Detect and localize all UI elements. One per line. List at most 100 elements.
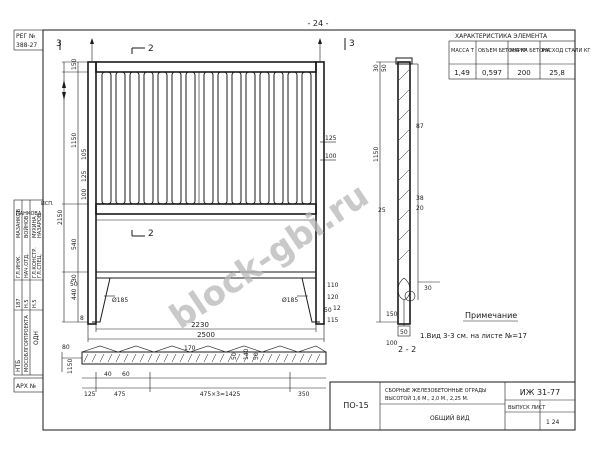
left-dims: 150 1150 2150 540 440 30 50 8	[57, 58, 88, 323]
dim-b-80: 80	[62, 344, 70, 351]
bottom-dims: 2230 2500	[87, 321, 325, 342]
stamp-org-1: МОСОБЛГОРПРОЕКТА	[24, 315, 30, 372]
stamp-row-b-2: МУХИНА	[32, 216, 38, 238]
dim-left-440: 440	[71, 288, 78, 300]
page-number: - 24 -	[307, 19, 328, 28]
side-post	[397, 61, 411, 325]
stamp-org-0: НТБ	[15, 360, 22, 372]
stamp-row-b-0: МАЗАНКОВ	[16, 208, 22, 238]
dim-i-100: 100	[81, 188, 88, 200]
stamp-num-2: Н.5	[32, 299, 38, 308]
stamp-row-b-3: НАЗАРОВ	[37, 213, 43, 238]
dim-b-475a: 475	[114, 391, 126, 398]
dim-left-540: 540	[71, 238, 78, 250]
title-code: ПО-15	[343, 401, 368, 410]
reg-number: 388-27	[16, 42, 37, 49]
dim-b-2230: 2230	[191, 321, 209, 329]
char-head-1: ОБЪЕМ БЕТОНА М³	[478, 48, 527, 54]
cut-marks: 2 2 3 3	[56, 38, 355, 239]
inner-dims: 105 125 100 125 100 110 120 12 115 Ø185 …	[81, 135, 341, 324]
dim-b-140: 140	[243, 348, 250, 360]
stamp-num-1: Н.5	[24, 299, 30, 308]
dim-i-105: 105	[81, 148, 88, 160]
front-view: 2 2 3 3 150 1150 2150 5	[56, 38, 355, 342]
dim-left-30: 30	[71, 274, 78, 282]
title-desc-0: СБОРНЫЕ ЖЕЛЕЗОБЕТОННЫЕ ОГРАДЫ	[385, 388, 486, 394]
side-stamp: 187 Н.5 Н.5 ГЛ.ИНЖ. НАЧ.ОТД. ГЛ.КОНСТР. …	[13, 199, 54, 376]
dim-b-1150: 1150	[67, 359, 74, 374]
title-view: ОБЩИЙ ВИД	[430, 415, 470, 422]
left-post	[87, 61, 97, 325]
arch-label: АРХ №	[16, 383, 36, 390]
dim-s-38: 38	[416, 195, 424, 202]
cut-label-2-top: 2	[148, 44, 154, 54]
stamp-row-a-3: ГЛ.СПЕЦ.	[37, 253, 43, 278]
dim-b-50c: 50	[253, 352, 260, 360]
dim-s-50b: 50	[400, 329, 408, 336]
reg-label: РЕГ №	[16, 33, 35, 40]
title-series: ИЖ 31-77	[520, 388, 560, 397]
dim-r-12: 12	[333, 305, 341, 312]
title-block: ПО-15 СБОРНЫЕ ЖЕЛЕЗОБЕТОННЫЕ ОГРАДЫ ВЫСО…	[329, 381, 576, 431]
dim-s-30b: 30	[424, 285, 432, 292]
cut-label-3-right: 3	[349, 39, 355, 49]
title-sheet-num: 1 24	[546, 419, 560, 426]
dim-s-87: 87	[416, 123, 424, 130]
characteristics-table: ХАРАКТЕРИСТИКА ЭЛЕМЕНТА МАССА Т ОБЪЕМ БЕ…	[448, 33, 590, 80]
char-val-1: 0,597	[482, 69, 502, 77]
title-desc-1: ВЫСОТОЙ 1,6 М., 2,0 М., 2,25 М.	[385, 395, 469, 402]
dim-r-110: 110	[327, 282, 339, 289]
note-text: 1.Вид 3-3 см. на листе №=17	[420, 332, 527, 340]
plan-view: 170 50 140 50 1150 80 40 60 125 475 475×…	[61, 344, 327, 398]
char-val-3: 25,8	[549, 69, 565, 77]
dim-b-125: 125	[84, 391, 96, 398]
dim-b-475x3: 475×3=1425	[200, 391, 241, 398]
title-sheet-label: ВЫПУСК ЛИСТ	[508, 405, 546, 411]
dim-i-125: 125	[81, 170, 88, 182]
dim-b-50: 50	[324, 307, 332, 314]
registration-box: РЕГ № 388-27	[13, 29, 44, 51]
dim-left-1150: 1150	[71, 133, 78, 148]
dim-b-2500: 2500	[197, 331, 215, 339]
dim-s-150: 150	[386, 311, 398, 318]
char-val-0: 1,49	[454, 69, 470, 77]
section-2-2-label: 2 - 2	[398, 345, 416, 354]
dim-s-1150: 1150	[373, 147, 380, 162]
dim-b-60: 60	[122, 371, 130, 378]
top-rail	[95, 61, 317, 73]
dim-b-185b: Ø185	[282, 297, 298, 304]
dim-left-8: 8	[80, 315, 84, 322]
dim-b-350: 350	[298, 391, 310, 398]
char-val-2: 200	[517, 69, 530, 77]
stamp-num-0: 187	[16, 298, 22, 308]
slats	[101, 71, 312, 205]
char-head-0: МАССА Т	[451, 48, 475, 54]
char-head-2: МАРКА БЕТОНА	[510, 48, 551, 54]
note: Примечание 1.Вид 3-3 см. на листе №=17	[420, 311, 527, 340]
dim-s-25: 25	[378, 207, 386, 214]
dim-b-40: 40	[104, 371, 112, 378]
stamp-row-a-0: ГЛ.ИНЖ.	[16, 255, 22, 278]
dim-r-125: 125	[325, 135, 337, 142]
dim-b-185a: Ø185	[112, 297, 128, 304]
dim-s-100: 100	[386, 340, 398, 347]
dim-left-150: 150	[71, 58, 78, 70]
right-post	[315, 61, 325, 325]
plan-body	[81, 351, 327, 365]
dim-s-30: 30	[373, 64, 380, 72]
char-table-title: ХАРАКТЕРИСТИКА ЭЛЕМЕНТА	[455, 33, 548, 40]
dim-r-100: 100	[325, 153, 337, 160]
cut-label-2-bottom: 2	[148, 229, 154, 239]
stamp-row-b-1: ВОЙНОВ	[23, 215, 30, 238]
middle-rail	[95, 203, 317, 215]
legs	[92, 277, 320, 323]
stamp-row-a-4: ИСП.	[41, 201, 54, 207]
stamp-org-2: ОДН	[33, 331, 40, 345]
cut-label-3-left: 3	[56, 39, 62, 49]
dim-r-120: 120	[327, 294, 339, 301]
dim-s-20: 20	[416, 205, 424, 212]
stamp-row-b-4: ПАНКОВА	[16, 211, 42, 217]
dim-b-170: 170	[184, 345, 196, 352]
stamp-row-a-2: ГЛ.КОНСТР.	[32, 247, 38, 278]
